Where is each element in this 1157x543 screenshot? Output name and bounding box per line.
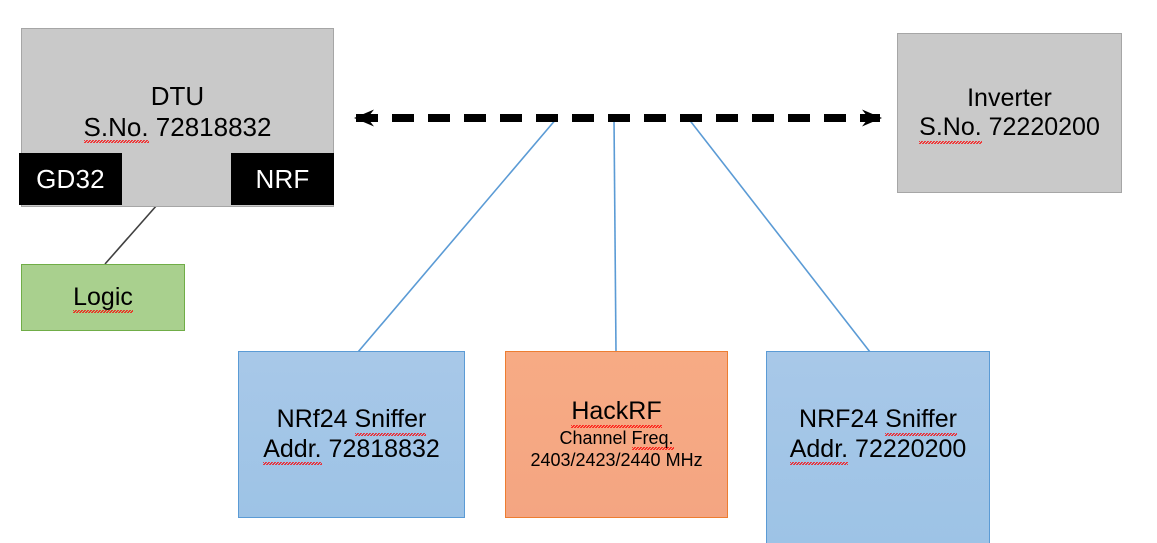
node-sniffer-left-role: Sniffer <box>354 405 427 435</box>
node-dtu-serial-value: 72818832 <box>155 111 272 142</box>
node-sniffer-right-addr-value: 72220200 <box>855 434 967 463</box>
node-sniffer-left-addr-value: 72818832 <box>328 434 440 463</box>
node-hackrf-sub1-prefix: Channel <box>559 427 627 448</box>
node-sniffer-right-name: NRF24 <box>799 405 879 433</box>
node-sniffer-left-addr: Addr. 72818832 <box>263 435 440 465</box>
node-gd32[interactable]: GD32 <box>19 153 122 205</box>
node-sniffer-right-title: NRF24 Sniffer <box>799 405 957 435</box>
node-sniffer-right[interactable]: NRF24 Sniffer Addr. 72220200 <box>766 351 990 543</box>
node-logic-label: Logic <box>73 282 133 313</box>
node-inverter-serial-prefix: S.No. <box>919 113 982 143</box>
node-nrf[interactable]: NRF <box>231 153 334 205</box>
node-hackrf-sub1-suffix: Freq. <box>631 427 674 450</box>
node-hackrf-title: HackRF <box>571 397 662 428</box>
node-hackrf-sub1: Channel Freq. <box>559 427 674 450</box>
node-sniffer-left-title: NRf24 Sniffer <box>276 405 427 435</box>
node-logic[interactable]: Logic <box>21 264 185 331</box>
node-sniffer-right-role: Sniffer <box>885 405 957 435</box>
node-hackrf[interactable]: HackRF Channel Freq. 2403/2423/2440 MHz <box>505 351 728 518</box>
node-dtu-serial: S.No. 72818832 <box>83 111 272 143</box>
node-inverter-title: Inverter <box>967 83 1052 112</box>
connector-tap-left <box>357 117 558 353</box>
node-dtu-serial-prefix: S.No. <box>83 111 149 143</box>
connector-tap-right <box>687 117 871 353</box>
node-inverter-serial-value: 72220200 <box>988 113 1100 141</box>
node-nrf-label: NRF <box>255 163 310 194</box>
node-sniffer-right-addr: Addr. 72220200 <box>789 434 967 465</box>
node-inverter-serial: S.No. 72220200 <box>919 113 1100 143</box>
node-inverter[interactable]: Inverter S.No. 72220200 <box>897 33 1122 193</box>
node-gd32-label: GD32 <box>36 163 105 194</box>
connector-tap-mid <box>613 117 617 353</box>
node-sniffer-left-addr-prefix: Addr. <box>263 434 322 465</box>
node-dtu-title: DTU <box>150 80 205 111</box>
node-sniffer-left-name: NRf24 <box>276 405 348 433</box>
node-hackrf-sub2: 2403/2423/2440 MHz <box>530 450 703 471</box>
node-sniffer-left[interactable]: NRf24 Sniffer Addr. 72818832 <box>238 351 465 518</box>
node-sniffer-right-addr-prefix: Addr. <box>789 434 849 465</box>
node-dtu-text: DTU S.No. 72818832 <box>83 80 272 143</box>
